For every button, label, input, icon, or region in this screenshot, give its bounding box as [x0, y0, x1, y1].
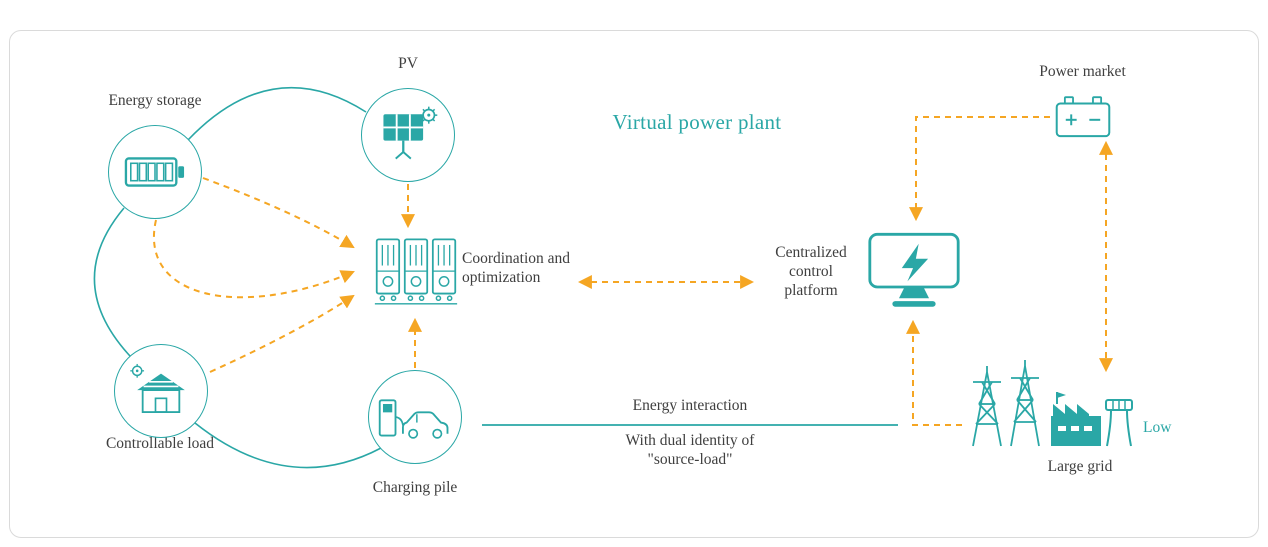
battery-icon — [124, 157, 185, 187]
energy-interaction-subtitle-line1: With dual identity of — [625, 432, 755, 449]
power-market-node — [1053, 94, 1113, 142]
energy-storage-label: Energy storage — [108, 92, 202, 109]
charging-pile-label: Charging pile — [372, 479, 458, 496]
low-label: Low — [1143, 419, 1172, 436]
centralized-control-node — [866, 227, 962, 315]
smart-house-icon — [130, 363, 185, 413]
centralized-label-line1: Centralized — [775, 244, 847, 261]
control-monitor-icon — [868, 232, 960, 307]
controllable-load-label: Controllable load — [105, 435, 215, 452]
centralized-label-line2: control — [789, 263, 833, 280]
ev-charger-icon — [378, 399, 449, 439]
power-grid-icon — [972, 360, 1133, 447]
pv-node — [361, 88, 455, 182]
power-market-label: Power market — [1039, 63, 1126, 80]
diagram-border — [9, 30, 1259, 538]
charging-pile-node — [368, 370, 462, 464]
coordination-node — [372, 233, 460, 313]
energy-interaction-subtitle-line2: "source-load" — [647, 451, 733, 468]
large-grid-node — [965, 358, 1141, 450]
energy-storage-node — [108, 125, 202, 219]
centralized-label-line3: platform — [784, 282, 838, 299]
large-grid-label: Large grid — [1047, 458, 1113, 475]
market-battery-icon — [1055, 96, 1111, 138]
energy-interaction-subtitle: With dual identity of "source-load" — [580, 431, 800, 469]
coordination-label-line2: optimization — [462, 269, 541, 286]
centralized-control-label: Centralized control platform — [760, 243, 862, 300]
controllable-load-node — [114, 344, 208, 438]
diagram-title: Virtual power plant — [612, 110, 782, 134]
server-racks-icon — [374, 238, 458, 305]
coordination-label: Coordination and optimization — [462, 249, 582, 287]
energy-interaction-title: Energy interaction — [632, 397, 748, 414]
solar-panel-icon — [383, 106, 438, 160]
pv-label: PV — [398, 55, 418, 72]
coordination-label-line1: Coordination and — [462, 250, 571, 267]
